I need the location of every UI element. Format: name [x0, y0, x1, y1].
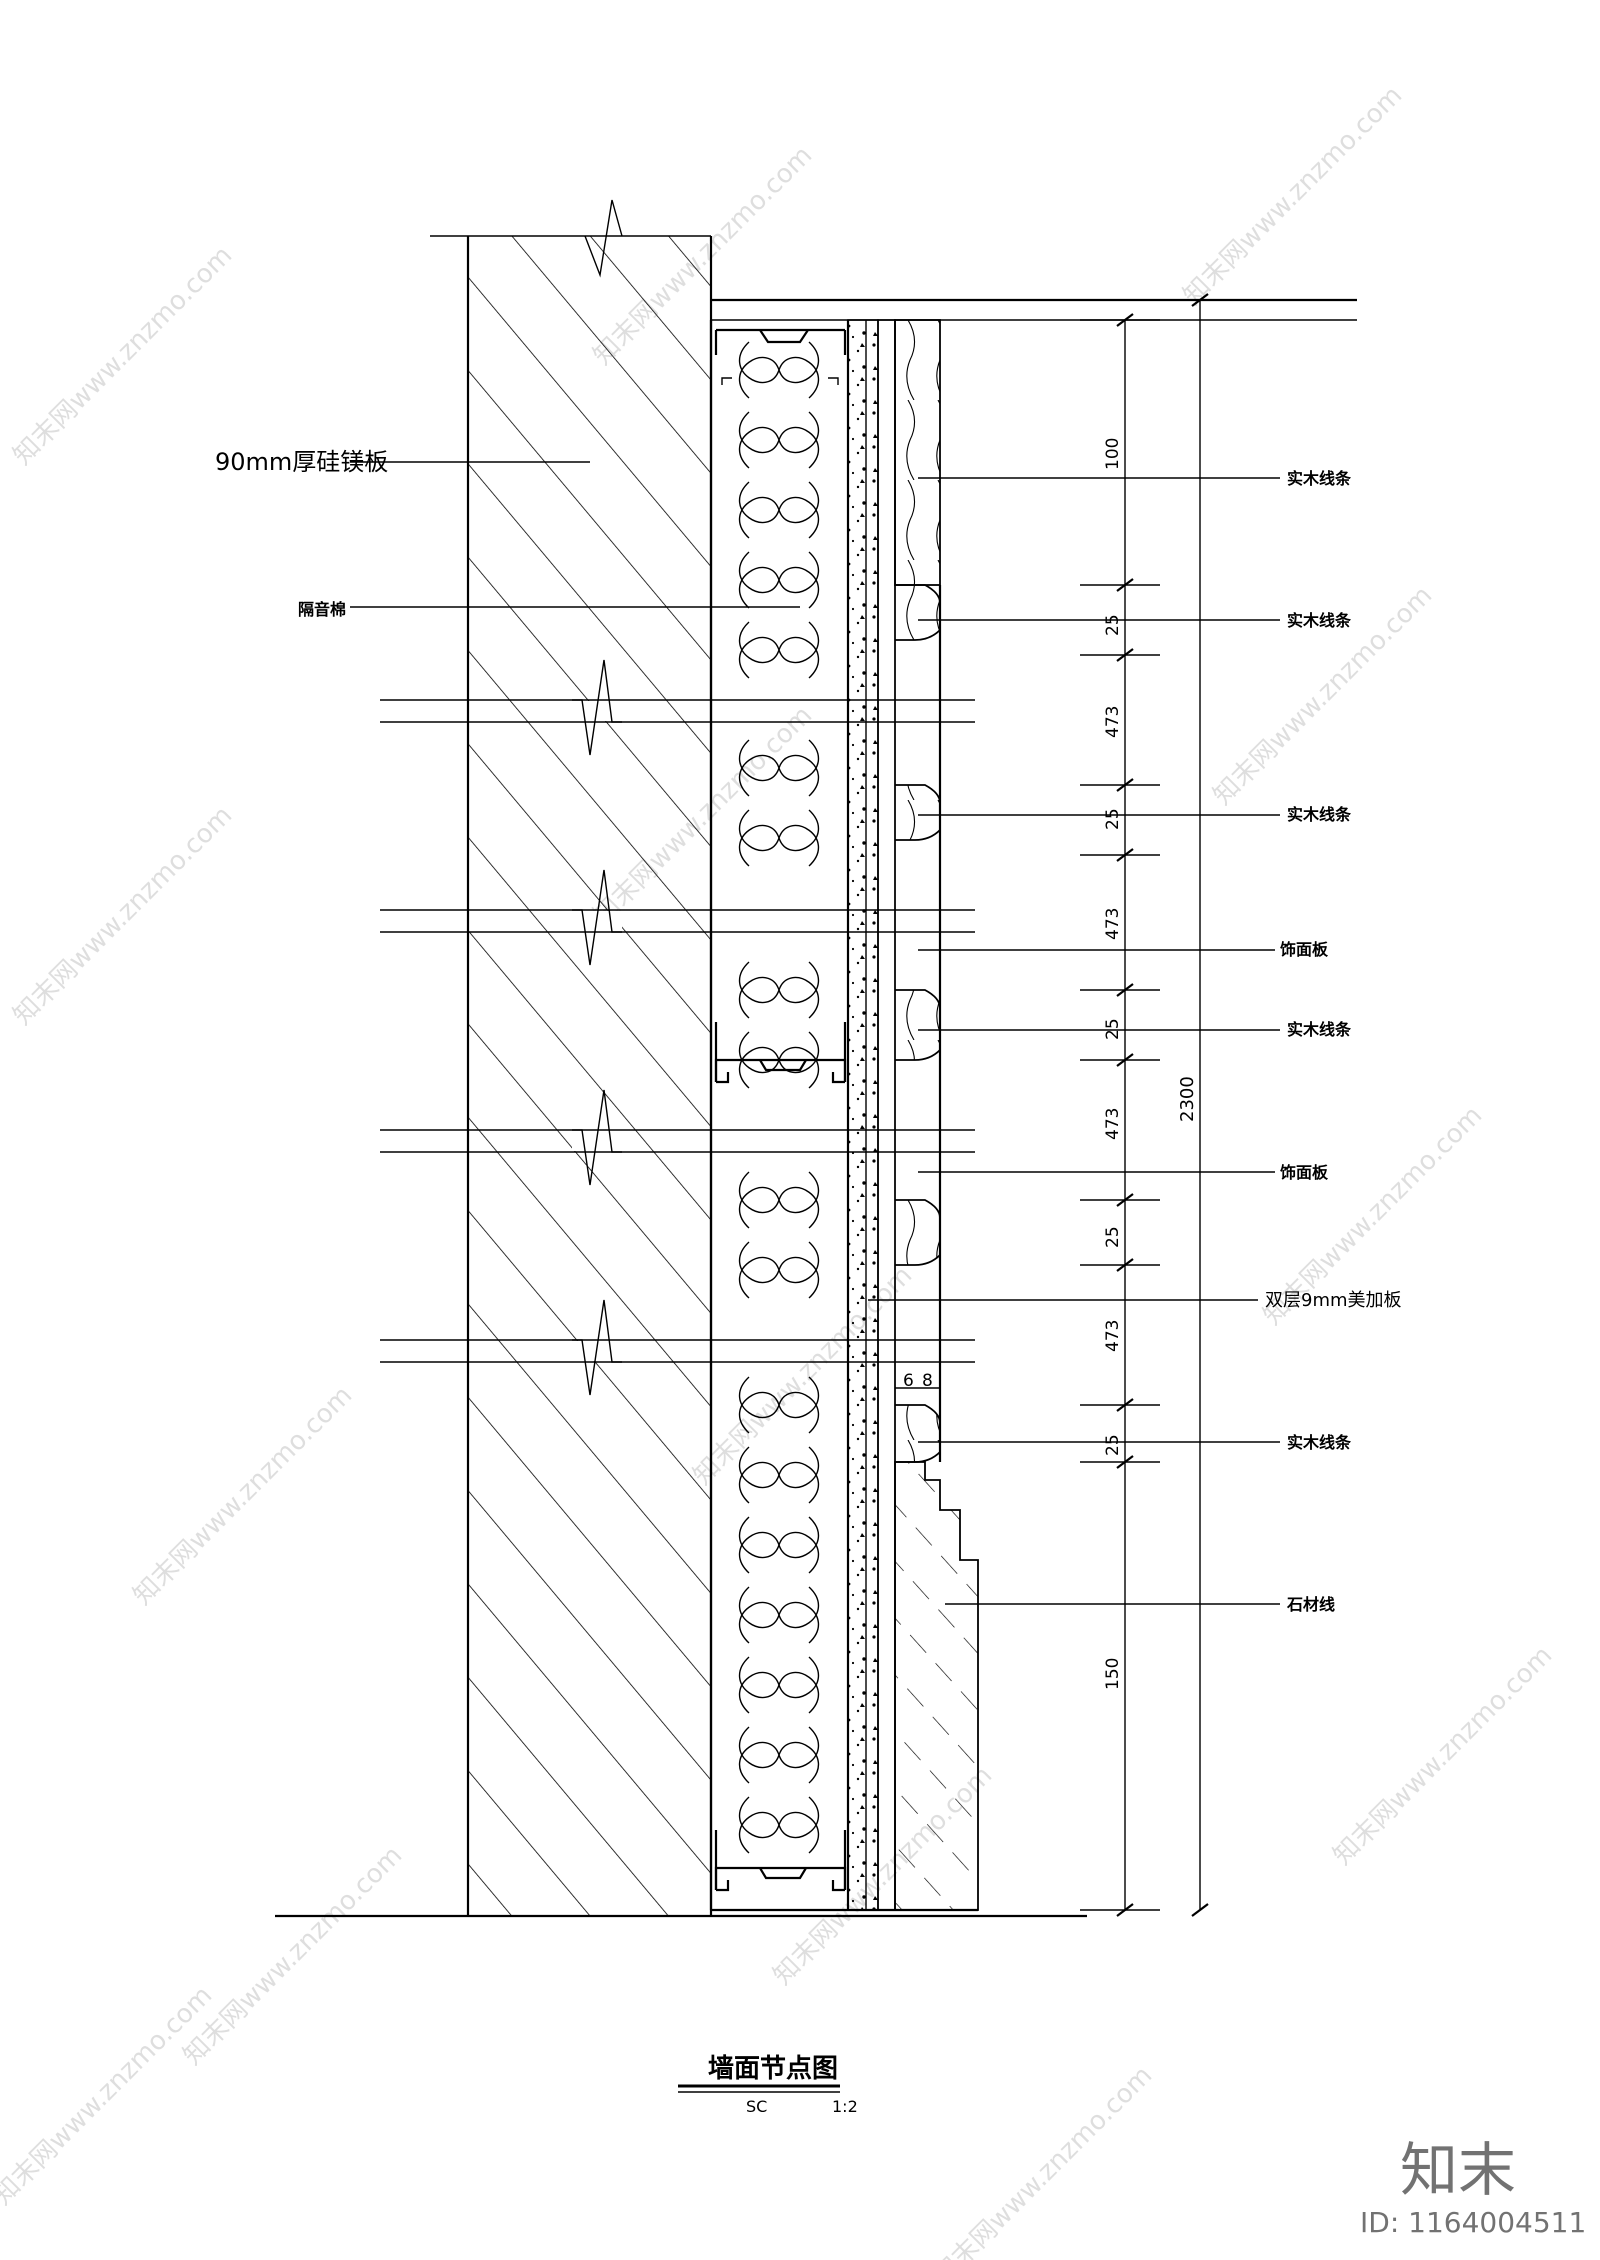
watermark-text: 知末网www.znzmo.com: [688, 1260, 919, 1491]
wood-moulding: [895, 1404, 941, 1463]
dimension-chain: [895, 293, 1209, 1917]
stone-skirting: [894, 1461, 979, 1911]
insulation-loops: [738, 1171, 820, 1299]
dim-d9: 473: [1103, 1320, 1123, 1352]
masonry-wall: [430, 199, 713, 1916]
c-stud-web: [714, 1022, 847, 1082]
dim-arrow: [1116, 1258, 1134, 1272]
dim-arrow: [1116, 983, 1134, 997]
dim-arrow: [1116, 1903, 1134, 1917]
insulation-cavity: [709, 298, 1357, 1910]
wood-moulding: [895, 989, 941, 1061]
dim-arrow-total: [1191, 1903, 1209, 1917]
dim-arrow: [1116, 1193, 1134, 1207]
wood-moulding: [895, 584, 941, 641]
label-wall: 90mm厚硅镁板: [215, 448, 388, 476]
dim-d5: 473: [1103, 908, 1123, 940]
stud-clip: [721, 377, 839, 385]
dim-d6: 25: [1103, 1018, 1123, 1040]
wood-moulding: [895, 1199, 941, 1266]
watermark-text: 知末网www.znzmo.com: [8, 240, 239, 471]
top-wood-moulding: [894, 319, 941, 586]
watermark-text: 知末网www.znzmo.com: [1178, 80, 1409, 311]
insulation-loops: [738, 739, 820, 867]
drawing-title: 墙面节点图: [708, 2053, 838, 2084]
title-block: 墙面节点图 SC 1:2: [678, 2053, 858, 2116]
watermark-text: 知末网www.znzmo.com: [1328, 1640, 1559, 1871]
dim-d10: 25: [1103, 1434, 1123, 1456]
break-symbol: [572, 1089, 622, 1186]
dim-small-b: 8: [922, 1371, 933, 1391]
dim-d11: 150: [1103, 1658, 1123, 1690]
label-board: 双层9mm美加板: [1265, 1290, 1402, 1311]
insulation-loops: [738, 341, 820, 679]
label-moulding-3: 实木线条: [1287, 805, 1352, 824]
label-insulation: 隔音棉: [298, 600, 346, 619]
wood-moulding: [895, 784, 941, 841]
c-stud-top: [714, 328, 847, 355]
dim-arrow: [1116, 1053, 1134, 1067]
dim-d2: 25: [1103, 614, 1123, 636]
dim-arrow: [1116, 1398, 1134, 1412]
watermark-text: 知末网www.znzmo.com: [178, 1840, 409, 2071]
dim-total: 2300: [1177, 1076, 1198, 1122]
dim-d3: 473: [1103, 706, 1123, 738]
dim-small-a: 6: [903, 1371, 914, 1391]
image-id: ID: 1164004511: [1360, 2206, 1586, 2239]
scale-code: SC: [746, 2097, 767, 2116]
label-stone: 石材线: [1286, 1595, 1335, 1614]
scale-value: 1:2: [832, 2097, 858, 2116]
dim-arrow: [1116, 578, 1134, 592]
break-symbol: [572, 1299, 622, 1396]
c-stud-web: [714, 1830, 847, 1890]
label-moulding-5: 实木线条: [1287, 1433, 1352, 1452]
dim-d7: 473: [1103, 1108, 1123, 1140]
watermark-text: 知末网www.znzmo.com: [928, 2060, 1159, 2260]
label-moulding-4: 实木线条: [1287, 1020, 1352, 1039]
insulation-loops: [738, 961, 820, 1089]
break-symbol: [572, 659, 622, 756]
dim-arrow: [1116, 313, 1134, 327]
break-symbol: [572, 869, 622, 966]
leaders: [350, 461, 1280, 1605]
dim-d4: 25: [1103, 808, 1123, 830]
c-stud: [714, 1058, 847, 1084]
dim-arrow-total: [1191, 293, 1209, 307]
label-moulding-2: 实木线条: [1287, 611, 1352, 630]
dim-d8: 25: [1103, 1226, 1123, 1248]
label-panel-2: 饰面板: [1280, 1163, 1329, 1182]
dim-arrow: [1116, 648, 1134, 662]
board-layer: [847, 319, 896, 1911]
dim-arrow: [1116, 778, 1134, 792]
insulation-loops: [738, 1376, 820, 1854]
dim-arrow: [1116, 1455, 1134, 1469]
dim-arrow: [1116, 848, 1134, 862]
label-panel-1: 饰面板: [1280, 940, 1329, 959]
c-stud: [714, 1866, 847, 1892]
label-moulding-1: 实木线条: [1287, 469, 1352, 488]
brand-mark: 知末: [1400, 2136, 1516, 2204]
watermark-text: 知末网www.znzmo.com: [8, 800, 239, 1031]
dim-d1: 100: [1103, 438, 1123, 470]
watermark-text: 知末网www.znzmo.com: [128, 1380, 359, 1611]
watermark-text: 知末网www.znzmo.com: [0, 1980, 218, 2211]
